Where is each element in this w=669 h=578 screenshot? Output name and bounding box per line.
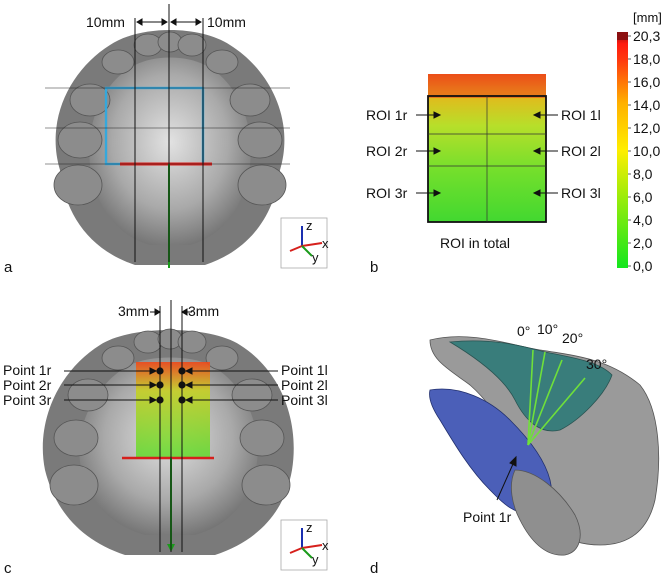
axis-x-label-a: x [322, 236, 329, 251]
point-2r-label: Point 2r [3, 377, 52, 393]
point-1l-label: Point 1l [281, 362, 328, 378]
point-2l-marker [178, 381, 186, 389]
dimension-left-label-c: 3mm [118, 303, 149, 319]
point-2r-marker [156, 381, 164, 389]
roi-grid-lines [428, 96, 546, 222]
colorbar-tick-label: 20,3 [633, 28, 660, 44]
axis-y-label-c: y [312, 552, 319, 567]
point-1r-marker [156, 367, 164, 375]
colorbar-tick-label: 16,0 [633, 74, 660, 90]
roi-3r-label: ROI 3r [366, 185, 408, 201]
roi-top-band [428, 74, 546, 98]
panel-label-b: b [370, 259, 378, 276]
colorbar-tick-label: 4,0 [633, 212, 653, 228]
gray-incisor-section [510, 469, 581, 556]
panel-c: 3mm 3mm Point 1r Point 2r Point 3r Point… [3, 300, 329, 577]
angle-0-label: 0° [517, 323, 530, 339]
measurement-lines-a [45, 4, 290, 262]
roi-2r-label: ROI 2r [366, 143, 408, 159]
dimension-arrows-c [150, 308, 192, 316]
colorbar-tick-label: 6,0 [633, 189, 653, 205]
angle-rays [527, 349, 586, 446]
panel-label-c: c [4, 560, 12, 577]
point-leader-lines [64, 367, 278, 404]
angle-20-label: 20° [562, 330, 583, 346]
point-markers [156, 367, 186, 404]
point-1l-marker [178, 367, 186, 375]
colorbar-tick-label: 10,0 [633, 143, 660, 159]
roi-overlay-c [136, 362, 210, 458]
dimension-right-label-c: 3mm [188, 303, 219, 319]
panel-label-a: a [4, 259, 13, 276]
coordinate-axes-c: z x y [280, 519, 329, 571]
roi-total-caption: ROI in total [440, 235, 510, 251]
roi-1r-label: ROI 1r [366, 107, 408, 123]
axis-z-label-a: z [306, 218, 313, 233]
color-bar: [mm] 20,3 18,0 16,0 14,0 12,0 10,0 8,0 6,0 4,0 2,… [617, 10, 662, 274]
colorbar-tick-label: 18,0 [633, 51, 660, 67]
point-2l-label: Point 2l [281, 377, 328, 393]
coordinate-axes-a: z x y [280, 217, 329, 269]
panel-b: ROI 1r ROI 2r ROI 3r ROI 1l ROI 2l ROI 3… [366, 74, 601, 276]
point-1r-label: Point 1r [3, 362, 52, 378]
colorbar-tick-label: 2,0 [633, 235, 653, 251]
point-1r-pointer-d [496, 455, 517, 501]
colorbar-top-swatch [617, 32, 628, 40]
colorbar-tick-label: 12,0 [633, 120, 660, 136]
point-3l-marker [178, 396, 186, 404]
dimension-left-label-a: 10mm [86, 14, 125, 30]
axis-x-label-c: x [322, 538, 329, 553]
panel-d: 0° 10° 20° 30° Point 1r d [370, 321, 660, 577]
roi-1l-label: ROI 1l [561, 107, 601, 123]
angle-30-label: 30° [586, 356, 607, 372]
colorbar-unit: [mm] [633, 10, 662, 25]
measurement-lines-c [159, 300, 183, 552]
dimension-arrows-a [136, 18, 202, 26]
panel-a: 10mm 10mm z x y a [4, 4, 329, 276]
colorbar-tick-label: 14,0 [633, 97, 660, 113]
point-1r-label-d: Point 1r [463, 509, 512, 525]
roi-arrows [416, 111, 558, 197]
colorbar-ticks: 20,3 18,0 16,0 14,0 12,0 10,0 8,0 6,0 4,0 2,0 0,0 [628, 28, 660, 274]
dimension-right-label-a: 10mm [207, 14, 246, 30]
colorbar-tick-label: 0,0 [633, 258, 653, 274]
axis-z-label-c: z [306, 520, 313, 535]
panel-label-d: d [370, 560, 378, 577]
angle-10-label: 10° [537, 321, 558, 337]
roi-2l-label: ROI 2l [561, 143, 601, 159]
point-3l-label: Point 3l [281, 392, 328, 408]
colorbar-tick-label: 8,0 [633, 166, 653, 182]
roi-3l-label: ROI 3l [561, 185, 601, 201]
point-3r-label: Point 3r [3, 392, 52, 408]
colorbar-gradient [617, 32, 628, 268]
point-3r-marker [156, 396, 164, 404]
axis-y-label-a: y [312, 250, 319, 265]
